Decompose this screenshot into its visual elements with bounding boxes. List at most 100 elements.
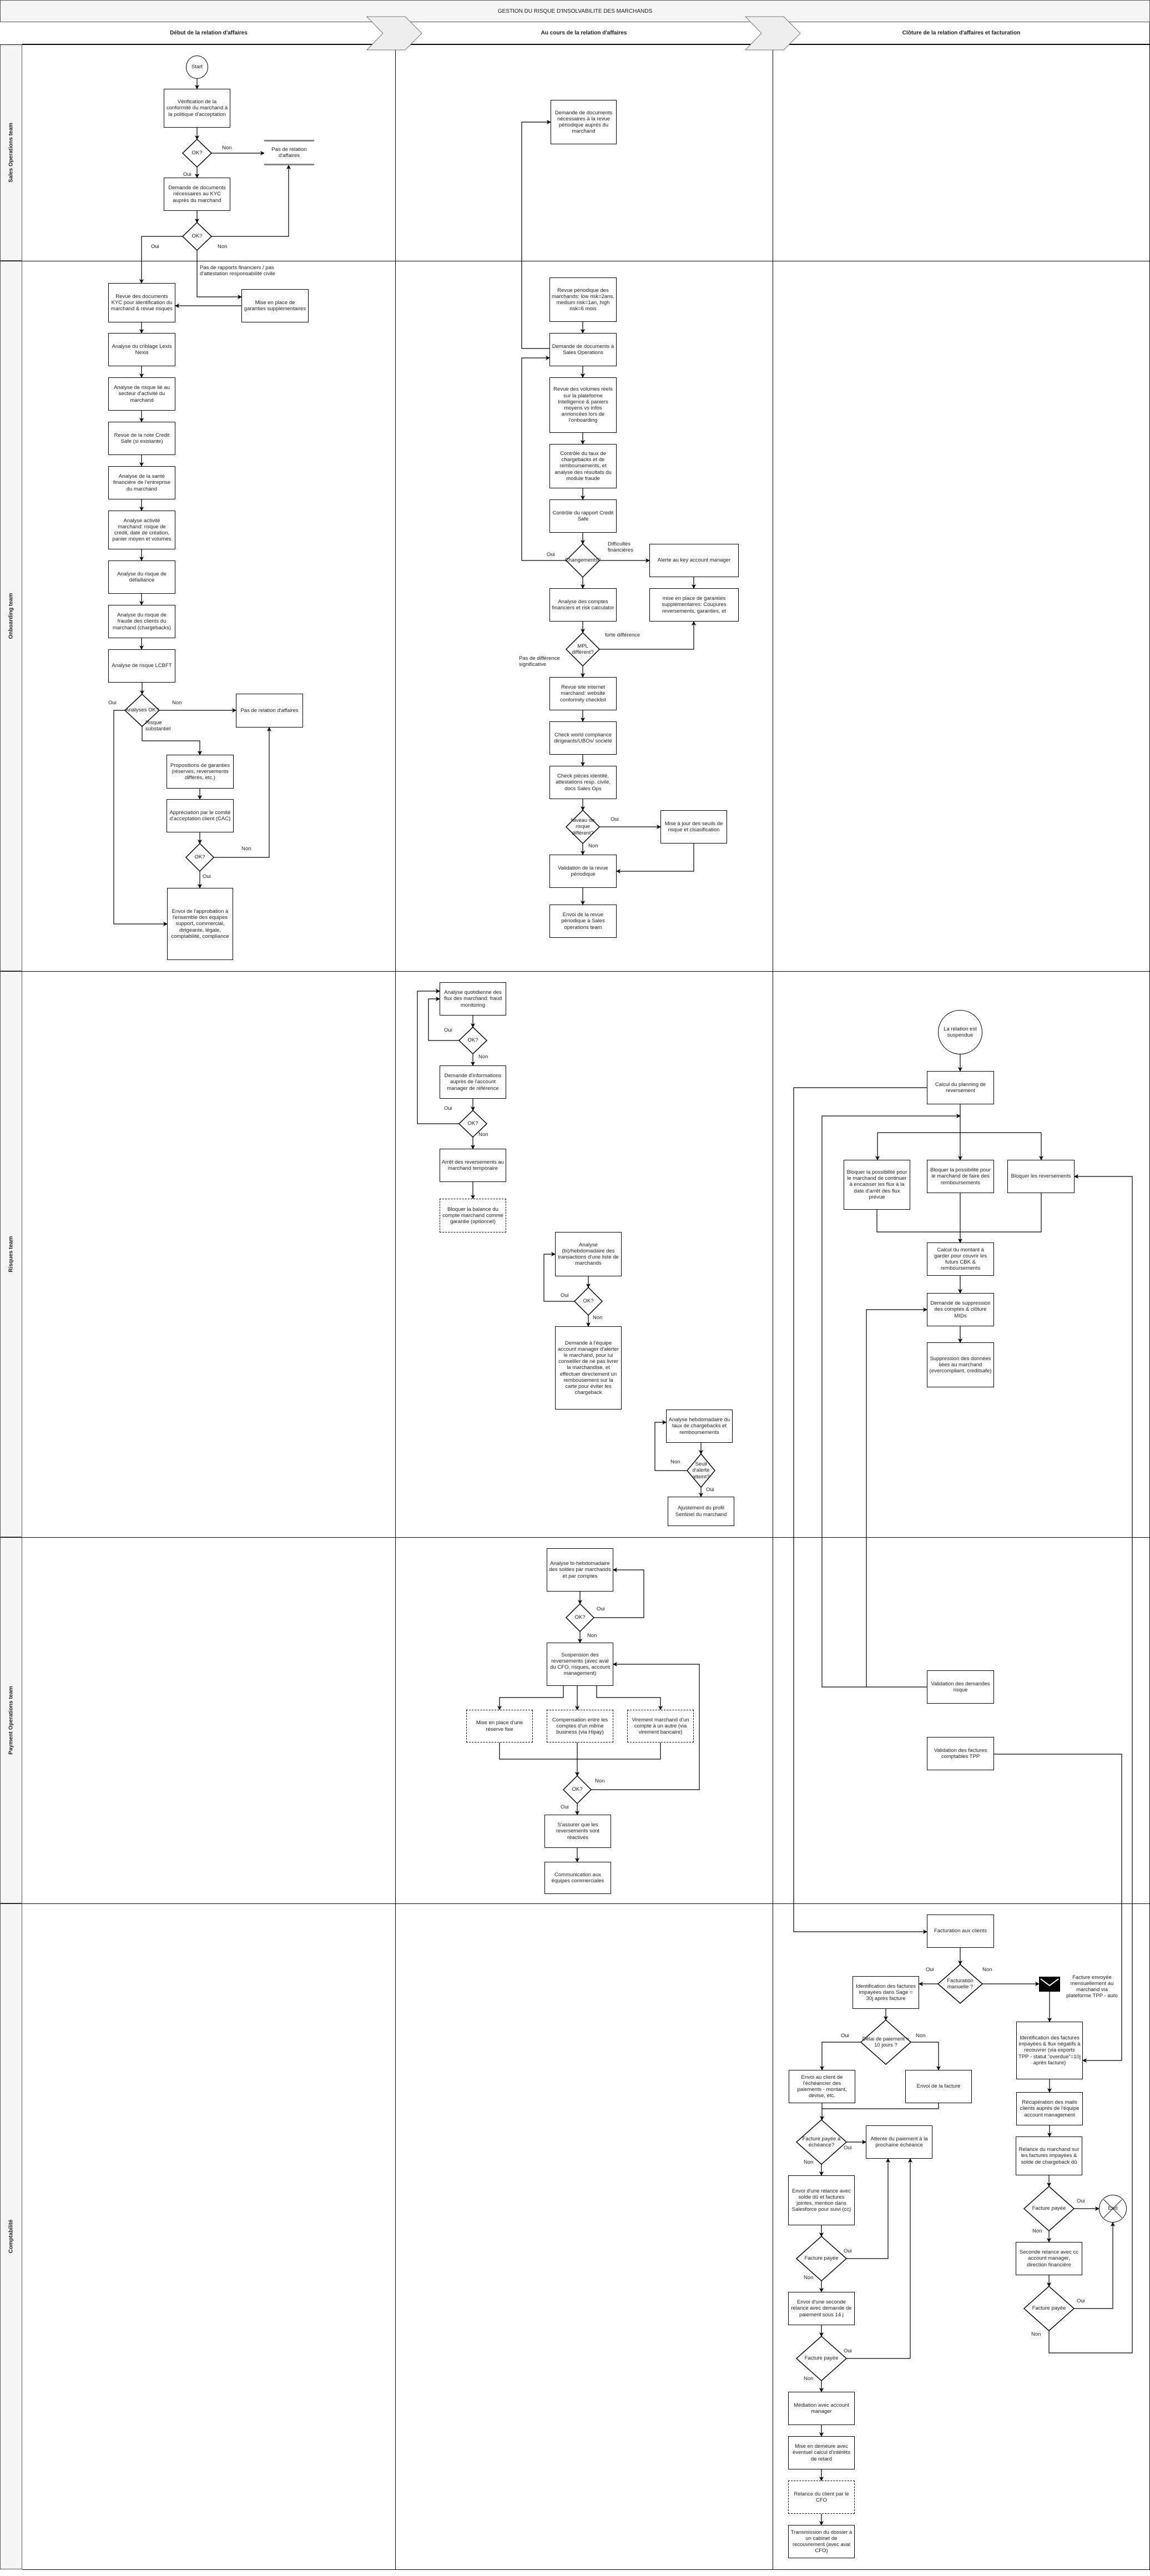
diamond-shape [566, 1604, 594, 1632]
node-text: Compensation entre les comptes d'un même… [552, 1716, 608, 1736]
edge-label: Non [218, 244, 228, 250]
step-c-attente: Attente du paiement à la prochaine échéa… [866, 2125, 932, 2159]
diamond-shape [186, 843, 214, 871]
connector-arrow [497, 1686, 564, 1710]
node-text: Envoi d'une relance avec solde dû et fac… [791, 2188, 851, 2213]
edge-label: Oui [444, 1027, 452, 1033]
lane-divider [22, 44, 1150, 45]
diamond-shape [566, 633, 599, 666]
lane-divider [22, 1537, 1150, 1538]
edge-label: Oui [547, 552, 555, 558]
node-text: OK? [467, 1037, 478, 1044]
lane-payment-operations: Payment Operations team [0, 1537, 22, 1903]
step-p-valtpp: Validation des factures comptables TPP [927, 1737, 994, 1770]
step-c-relance1: Envoi d'une relance avec solde dû et fac… [788, 2175, 855, 2225]
step-p-virement: Virement marchand d'un compte à un autre… [627, 1710, 694, 1742]
end-x-circle-icon [1103, 2199, 1122, 2218]
decision-s-ok1: OK? [183, 139, 211, 167]
connector-arrow [596, 1686, 663, 1710]
connector-arrow [428, 997, 459, 1041]
edge-label: Non [916, 2033, 926, 2039]
connector-arrow [821, 1114, 961, 1688]
connector-arrow [211, 165, 291, 237]
lane-divider [22, 2569, 1150, 2570]
step-o-maj: Mise à jour des seuils de risque et clsa… [660, 810, 727, 843]
step-r-balance: Bloquer la balance du compte marchand co… [440, 1199, 506, 1233]
node-text: Demande à l'équipe account manager d'ale… [557, 1340, 619, 1396]
node-text: Analyse (bi)/hebdomadaire des transactio… [558, 1241, 619, 1267]
step-o-garanties: Mise en place de garanties supplémentair… [241, 289, 309, 322]
node-text: Revue des documents KYC pour identificat… [111, 293, 173, 312]
node-text: Appréciation par le comité d'acceptation… [169, 809, 231, 822]
step-r-demam: Demande à l'équipe account manager d'ale… [555, 1326, 622, 1410]
step-o-envoirev: Envoi de la revue périodique à Sales ope… [549, 905, 617, 938]
diamond-shape [938, 1964, 982, 2003]
step-r-montant: Calcul du montant à garder pour couvrir … [927, 1242, 994, 1276]
step-c-demeure: Mise en demeure avec éventuel calcul d'i… [788, 2436, 855, 2469]
node-text: Facturation manuelle ? [947, 1977, 974, 1990]
diamond-shape [459, 1110, 487, 1137]
step-o-pieces: Check pièces identité, attestations resp… [549, 766, 617, 799]
diamond-shape [796, 2236, 846, 2281]
phase-header-start: Début de la relation d'affaires [22, 22, 395, 44]
node-text: Contrôle du rapport Credit Safe [552, 509, 614, 522]
node-text: Revue site internet marchand: website co… [560, 684, 606, 703]
connector-arrow [846, 2158, 912, 2359]
node-text: OK? [574, 1614, 586, 1621]
edge-label: Pas de différence significative [519, 655, 560, 668]
edge-label: Risque substantiel [145, 720, 171, 732]
node-text: Identification des factures impayées dan… [856, 1983, 916, 2002]
step-r-bloq1: Bloquer la possibilité pour le marchand … [844, 1160, 910, 1210]
diamond-shape [796, 2120, 846, 2164]
node-text: Mise en demeure avec éventuel calcul d'i… [793, 2443, 850, 2462]
diamond-shape [687, 1454, 715, 1487]
step-o-pasrel: Pas de relation d'affaires [236, 694, 303, 728]
node-text: Bloquer les reversements [1011, 1173, 1071, 1180]
node-text: Demande de documents nécessaires à la re… [554, 109, 613, 135]
edge-label: Non [804, 2275, 814, 2281]
event-start: Start [186, 55, 208, 79]
edge-label: Non [982, 1967, 992, 1973]
edge-label: Difficultés financières [608, 541, 633, 553]
step-r-sentinel: Ajustement du profil Sentinel du marchan… [668, 1497, 734, 1526]
decision-p-ok2: OK? [563, 1776, 591, 1804]
step-o-alerte: Alerte au key account manager [649, 544, 739, 577]
node-text: Calcul du planning de reversement [935, 1081, 986, 1094]
node-text: Demande de documents à Sales Operations [552, 343, 614, 356]
decision-o-ok: OK? [186, 843, 214, 871]
step-o-demsales: Demande de documents à Sales Operations [549, 333, 617, 366]
decision-c-payee2: Facture payée [796, 2336, 846, 2381]
connector-arrow [876, 1193, 1042, 1233]
edge-label: Oui [841, 2033, 849, 2039]
step-s-kyc: Demande de documents nécessaires au KYC … [164, 178, 230, 211]
node-text: Check pièces identité, attestations resp… [556, 773, 611, 792]
decision-o-mpl: MPL différent? [566, 633, 599, 666]
decision-r-ok1: OK? [459, 1027, 487, 1054]
diamond-shape [183, 223, 211, 250]
decision-r-seuil: Seuil d'alerte atteint? [687, 1454, 715, 1487]
step-r-cbk: Analyse hebdomadaire du taux de chargeba… [666, 1410, 733, 1443]
diamond-shape [574, 1287, 602, 1315]
node-text: OK? [467, 1120, 478, 1127]
connector-arrow [521, 356, 566, 561]
step-o-activite: Analyse activité marchand: risque de cré… [108, 511, 175, 549]
phase-header-during: Au cours de la relation d'affaires [395, 22, 773, 44]
node-text: Facture payée [804, 2355, 839, 2362]
node-text: Mise en place d'une réserve fixe [476, 1720, 523, 1733]
node-text: Ajustement du profil Sentinel du marchan… [675, 1505, 727, 1518]
node-text: S'assurer que les reversements sont réac… [556, 1822, 600, 1841]
connector-arrow [616, 843, 694, 873]
node-text: Calcul du montant à garder pour couvrir … [934, 1246, 987, 1272]
node-text: Suspension des reversements (avec aval d… [550, 1651, 610, 1677]
step-p-valrisque: Validation des demandes risque [927, 1670, 994, 1704]
connector-arrow [417, 989, 459, 1124]
decision-c-echeance: Facture payée à échéance? [796, 2120, 846, 2164]
diamond-shape [1024, 2286, 1074, 2331]
connector-arrow [591, 1662, 700, 1790]
node-text: Demande d'informations auprès de l'accou… [444, 1073, 502, 1092]
edge-label: Oui [1077, 2198, 1085, 2204]
node-text: Identification des factures impayées & f… [1018, 2034, 1081, 2066]
node-text: Start [191, 64, 203, 70]
node-text: Analyse bi-hebdomadaire des soldes par m… [549, 1560, 611, 1579]
decision-r-ok2: OK? [459, 1110, 487, 1137]
